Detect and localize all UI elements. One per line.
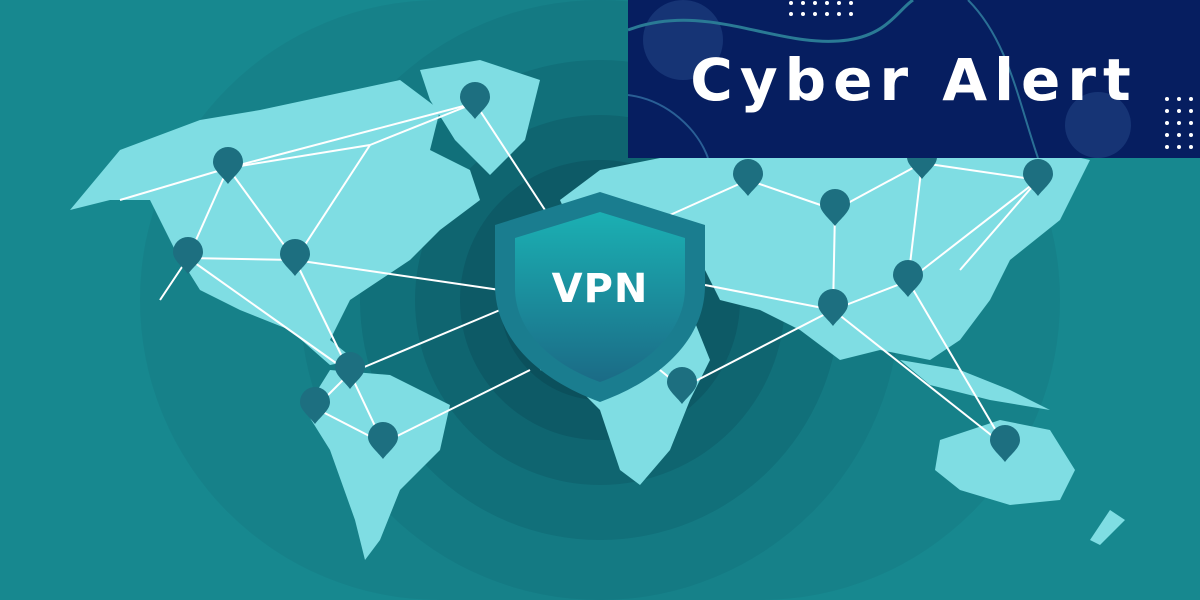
location-pin-icon [368,422,398,459]
location-pin-icon [818,289,848,326]
connection-line [681,309,834,389]
location-pin-icon [300,387,330,424]
location-pin-icon [173,237,203,274]
banner-title: Cyber Alert [690,46,1138,114]
connection-line [474,102,546,211]
location-pin-icon [990,425,1020,462]
location-pin-icon [667,367,697,404]
connection-line [294,259,351,374]
connection-line [227,102,476,169]
cyber-alert-banner: Cyber Alert [628,0,1200,158]
connection-line [921,162,1039,181]
location-pin-icon [733,159,763,196]
connection-line [959,179,1039,271]
location-pin-icon [893,260,923,297]
australia [935,420,1075,505]
connection-line [294,259,501,291]
location-pin-icon [335,352,365,389]
south-america [305,370,450,560]
location-pin-icon [213,147,243,184]
connection-line [907,280,1006,447]
connection-line [382,369,531,444]
connection-line [704,284,834,311]
connection-line [369,102,476,146]
location-pin-icon [1023,159,1053,196]
location-pin-icon [460,82,490,119]
connection-line [187,257,351,374]
connection-line [832,309,1006,447]
north-america [70,80,480,365]
vpn-shield [495,192,705,402]
continents [70,60,1125,560]
connection-line [294,144,371,261]
connection-line [349,309,501,374]
greenland [420,60,540,175]
connection-line [227,144,371,169]
connection-line [187,257,296,261]
southeast-asia [900,360,1050,410]
banner-decoration [628,0,1193,158]
connection-line [119,167,229,201]
connection-line [669,179,749,216]
new-zealand [1090,510,1125,545]
location-pin-icon [820,189,850,226]
location-pin-icon [280,239,310,276]
vpn-label: VPN [551,266,649,312]
connection-line [907,179,1039,282]
asia [690,120,1090,360]
